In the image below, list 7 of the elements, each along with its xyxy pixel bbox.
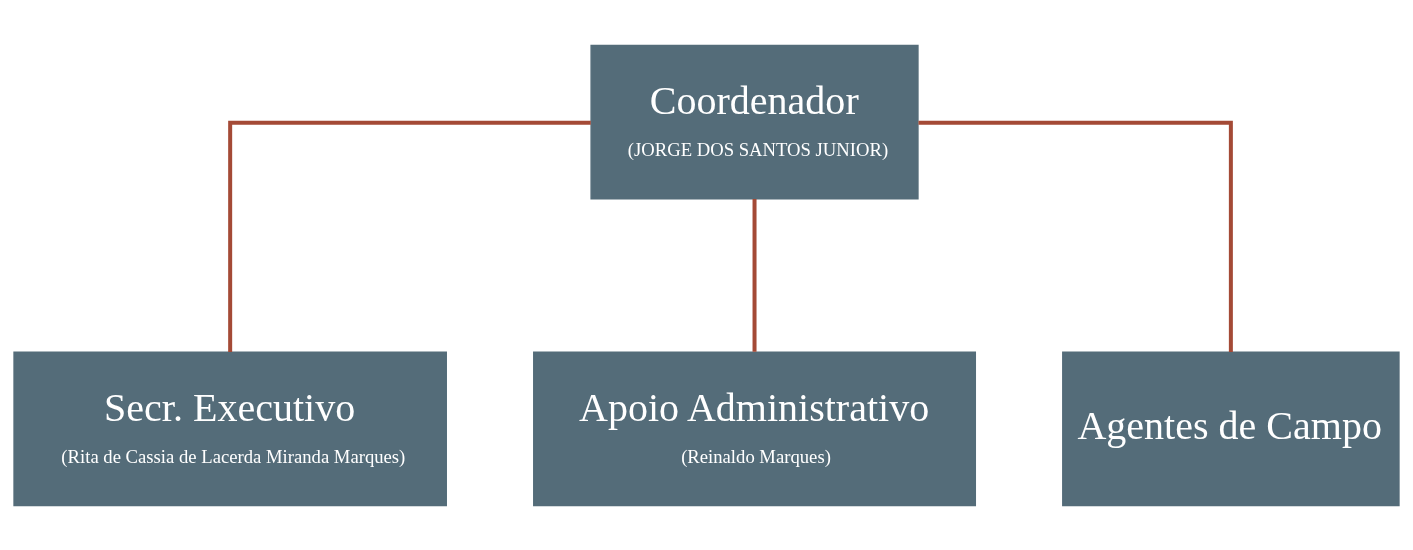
connector — [752, 198, 757, 352]
node-box: Agentes de Campo — [1062, 351, 1400, 506]
connector — [918, 120, 1233, 352]
connector — [228, 120, 591, 352]
node-box: Secr. Executivo (Rita de Cassia de Lacerda Miranda Marques) — [13, 351, 447, 506]
node-box: Coordenador (JORGE DOS SANTOS JUNIOR) — [590, 44, 919, 199]
node-box: Apoio Administrativo (Reinaldo Marques) — [533, 351, 977, 506]
